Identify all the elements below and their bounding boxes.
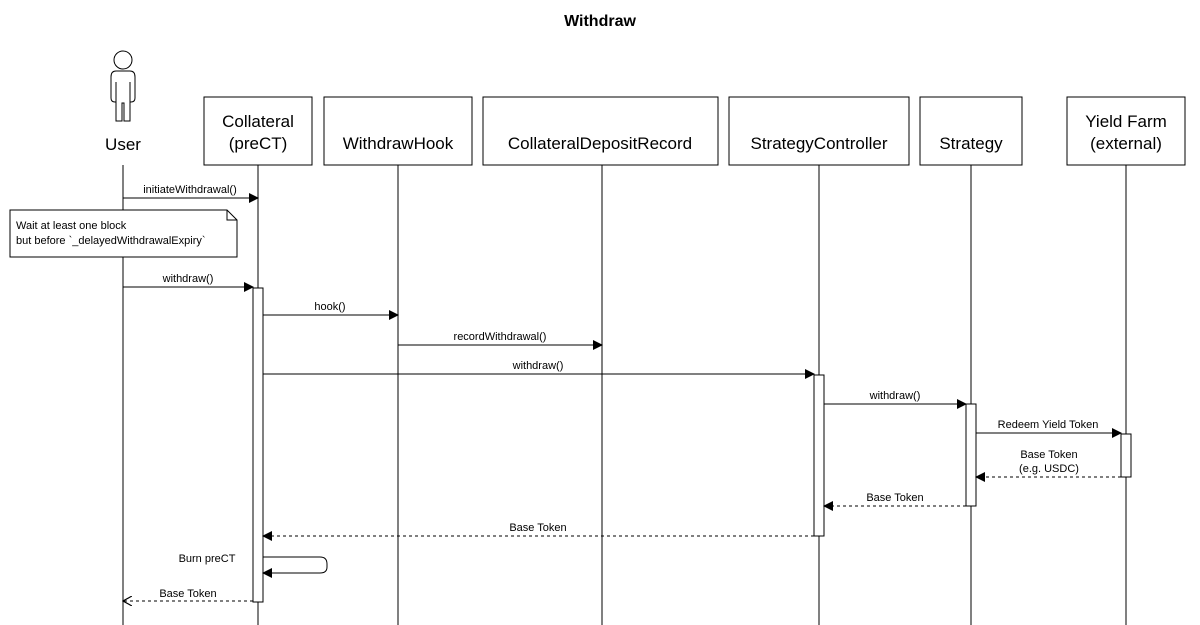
participant-box-strategy (919, 96, 1023, 166)
message-return-base-token-strategy: Base Token (823, 492, 966, 511)
message-label: hook() (314, 301, 345, 313)
message-redeem-yield-token: Redeem Yield Token (976, 419, 1122, 438)
message-withdraw-collateral: withdraw() (123, 273, 254, 292)
message-label: Burn preCT (179, 553, 236, 565)
note-text-line2: but before `_delayedWithdrawalExpiry` (16, 235, 206, 247)
participant-label-yieldfarm-line2: (external) (1090, 134, 1162, 153)
message-burn-prect: Burn preCT (179, 553, 328, 578)
message-label: withdraw() (162, 273, 214, 285)
message-withdraw-strategycontroller: withdraw() (263, 360, 815, 379)
participant-strategy: Strategy (919, 96, 1023, 166)
message-label-line1: Base Token (1020, 449, 1077, 461)
participant-label-user: User (105, 135, 141, 154)
message-label: Base Token (509, 522, 566, 534)
activation-collateral (252, 287, 264, 603)
message-label: initiateWithdrawal() (143, 184, 237, 196)
participant-collateraldepositrecord: CollateralDepositRecord (482, 96, 719, 166)
message-recordwithdrawal: recordWithdrawal() (398, 331, 603, 350)
activation-bars (252, 287, 1132, 603)
note-text-line1: Wait at least one block (16, 220, 127, 232)
message-label: withdraw() (512, 360, 564, 372)
participant-box-strategycontroller (728, 96, 910, 166)
participant-box-withdrawhook (323, 96, 473, 166)
message-withdraw-strategy: withdraw() (824, 390, 967, 409)
message-return-base-token-user: Base Token (123, 588, 253, 601)
note: Wait at least one block but before `_del… (9, 209, 238, 258)
note-box (9, 209, 238, 258)
message-initiatewithdrawal: initiateWithdrawal() (123, 184, 259, 203)
participant-label-withdrawhook: WithdrawHook (343, 134, 454, 153)
message-hook: hook() (263, 301, 399, 320)
activation-strategycontroller (813, 374, 825, 537)
message-label: withdraw() (869, 390, 921, 402)
participant-label-yieldfarm-line1: Yield Farm (1085, 112, 1167, 131)
participant-strategycontroller: StrategyController (728, 96, 910, 166)
message-label: Redeem Yield Token (998, 419, 1099, 431)
message-label: Base Token (866, 492, 923, 504)
participant-label-strategy: Strategy (939, 134, 1003, 153)
message-label: recordWithdrawal() (454, 331, 547, 343)
participant-box-collateraldepositrecord (482, 96, 719, 166)
participant-collateral: Collateral (preCT) (203, 96, 313, 166)
participant-box-yieldfarm (1066, 96, 1186, 166)
activation-yieldfarm (1120, 433, 1132, 478)
participant-label-strategycontroller: StrategyController (750, 134, 887, 153)
message-return-base-token-controller: Base Token (262, 522, 814, 541)
participant-label-collateraldepositrecord: CollateralDepositRecord (508, 134, 692, 153)
participant-yieldfarm: Yield Farm (external) (1066, 96, 1186, 166)
participant-label-collateral-line1: Collateral (222, 112, 294, 131)
message-label-line2: (e.g. USDC) (1019, 463, 1079, 475)
message-label: Base Token (159, 588, 216, 600)
activation-strategy (965, 403, 977, 507)
participant-box-collateral (203, 96, 313, 166)
participant-label-collateral-line2: (preCT) (229, 134, 288, 153)
message-arrow (262, 556, 328, 578)
diagram-title: Withdraw (564, 13, 636, 30)
message-return-base-token-usdc: Base Token (e.g. USDC) (975, 449, 1121, 482)
lifelines (122, 165, 1127, 625)
user-actor-icon (110, 50, 136, 122)
participant-withdrawhook: WithdrawHook (323, 96, 473, 166)
